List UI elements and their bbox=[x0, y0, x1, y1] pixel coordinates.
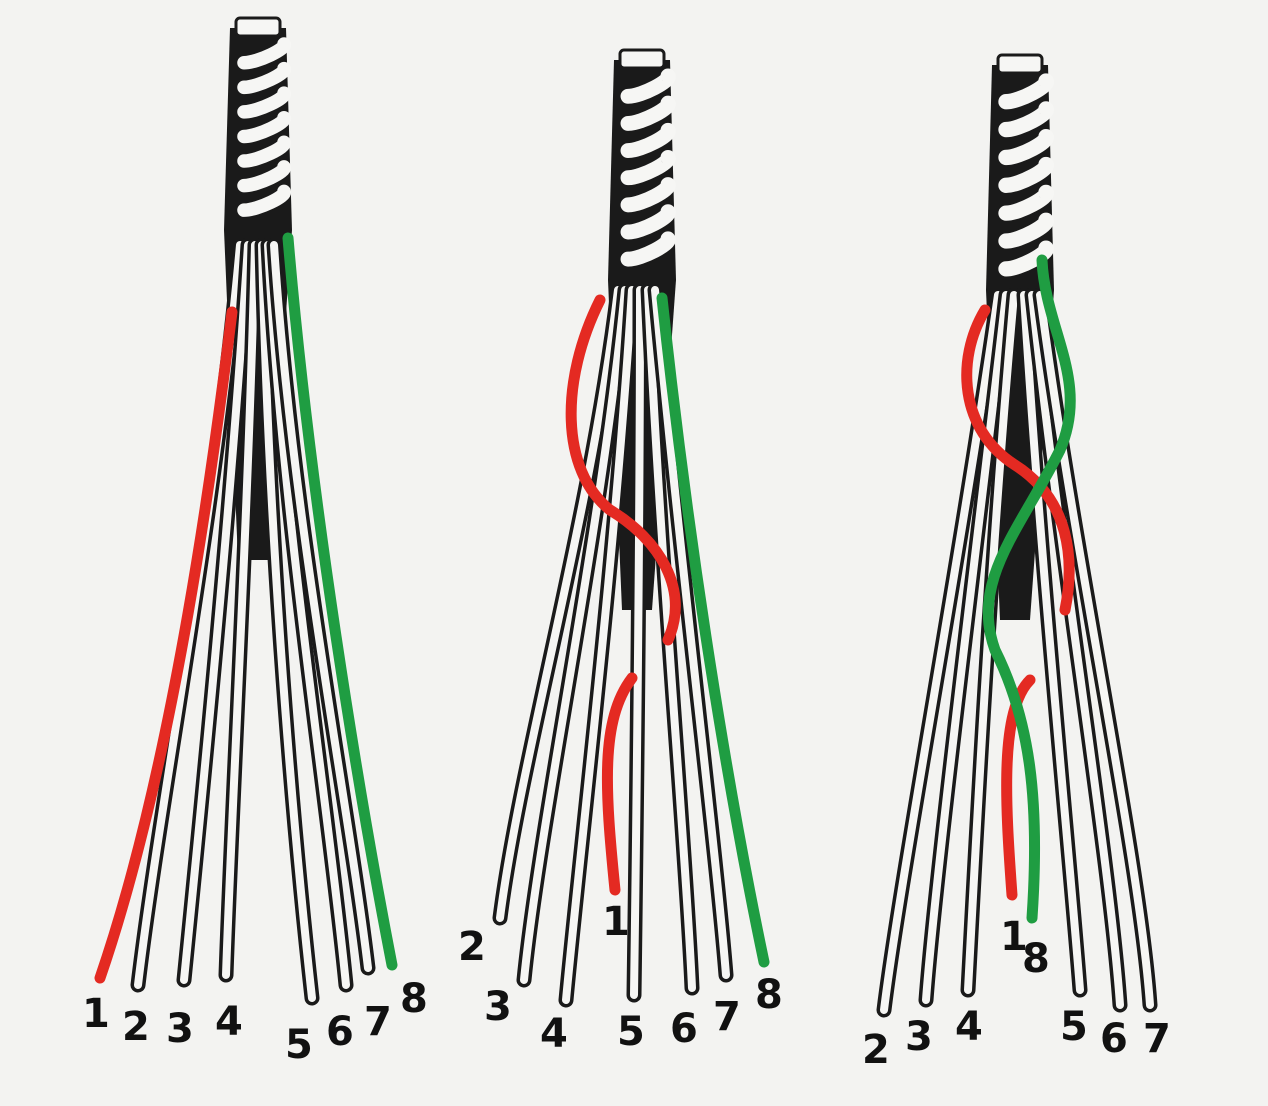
strand-label: 4 bbox=[215, 999, 243, 1045]
strand-label: 1 bbox=[602, 899, 630, 945]
strand-label: 6 bbox=[670, 1006, 698, 1052]
strand-label: 3 bbox=[905, 1014, 933, 1060]
strand-label: 5 bbox=[285, 1022, 313, 1068]
strand-label: 8 bbox=[755, 972, 783, 1018]
whipped-cord-top bbox=[608, 50, 676, 280]
strand-label: 4 bbox=[540, 1011, 568, 1057]
strand-label: 3 bbox=[484, 984, 512, 1030]
cord-cut-end bbox=[620, 50, 664, 68]
strand-label: 6 bbox=[1100, 1016, 1128, 1062]
strand-label: 2 bbox=[458, 924, 486, 970]
strand-label: 2 bbox=[862, 1027, 890, 1073]
strand-label: 1 bbox=[82, 991, 110, 1037]
strand-label: 8 bbox=[400, 976, 428, 1022]
strand-label: 7 bbox=[1143, 1016, 1171, 1062]
whipped-cord-top bbox=[224, 18, 292, 230]
strand-label: 6 bbox=[326, 1009, 354, 1055]
strand-label: 4 bbox=[955, 1004, 983, 1050]
strand-label: 3 bbox=[166, 1006, 194, 1052]
strand-label: 7 bbox=[364, 999, 392, 1045]
strand-label: 5 bbox=[1060, 1004, 1088, 1050]
cord-cut-end bbox=[998, 55, 1042, 73]
whipped-cord-top bbox=[986, 55, 1054, 290]
strand-label: 2 bbox=[122, 1004, 150, 1050]
strand-label: 8 bbox=[1022, 936, 1050, 982]
strand-label: 7 bbox=[713, 994, 741, 1040]
cord-cut-end bbox=[236, 18, 280, 36]
strand-label: 5 bbox=[617, 1009, 645, 1055]
